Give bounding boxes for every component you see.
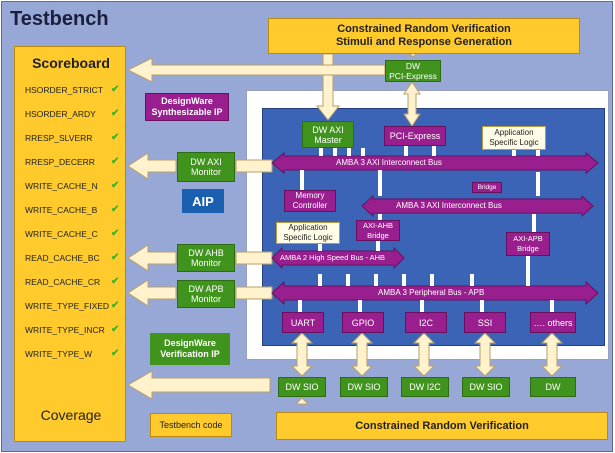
- axi-monitor-box: DW AXI Monitor: [177, 152, 235, 182]
- axi-bus-2: [361, 194, 594, 218]
- arrow-ahb-monitor: [127, 244, 177, 272]
- scoreboard-item: HSORDER_STRICT: [25, 85, 103, 95]
- axi-apb-bridge-box: AXI-APB Bridge: [506, 232, 550, 256]
- scoreboard-item: WRITE_CACHE_B: [25, 205, 98, 215]
- scoreboard-item: HSORDER_ARDY: [25, 109, 96, 119]
- bus-connectors: [298, 146, 554, 312]
- check-icon: ✔: [111, 228, 120, 239]
- dw-others-box: DW: [530, 377, 576, 397]
- arrow-bus-to-ahb-monitor: [235, 251, 273, 265]
- ahb-monitor-box: DW AHB Monitor: [177, 244, 235, 272]
- arrow-crv-up: [294, 397, 310, 405]
- others-box: …. others: [530, 312, 576, 333]
- axi-bus-1-label: AMBA 3 AXI Interconnect Bus: [336, 158, 442, 167]
- arrow-apb-monitor: [127, 279, 177, 307]
- dw-sio-1-box: DW SIO: [278, 377, 326, 397]
- check-icon: ✔: [111, 132, 120, 143]
- check-icon: ✔: [111, 252, 120, 263]
- arrow-dwpcie-pcie: [403, 81, 421, 127]
- ahb-bus-label: AMBA 2 High Speed Bus - AHB: [280, 253, 386, 262]
- dw-pcie-box: DW PCI-Express: [385, 60, 441, 82]
- pcie-box: PCI-Express: [384, 126, 446, 146]
- scoreboard-item: RRESP_DECERR: [25, 157, 95, 167]
- bridge-box: Bridge: [472, 182, 502, 193]
- scoreboard-item: WRITE_TYPE_INCR: [25, 325, 105, 335]
- scoreboard-item: READ_CACHE_BC: [25, 253, 100, 263]
- arrow-bus-to-axi-monitor: [235, 159, 273, 173]
- designware-verification-ip-legend: DesignWare Verification IP: [150, 333, 230, 365]
- ssi-box: SSI: [464, 312, 506, 333]
- scoreboard-item: WRITE_TYPE_FIXED: [25, 301, 110, 311]
- dw-i2c-box: DW I2C: [401, 377, 449, 397]
- designware-synthesizable-ip-legend: DesignWare Synthesizable IP: [145, 93, 229, 121]
- app-logic-mid-box: Application Specific Logic: [276, 222, 340, 244]
- check-icon: ✔: [111, 204, 120, 215]
- scoreboard-panel: Scoreboard HSORDER_STRICT ✔ HSORDER_ARDY…: [14, 46, 126, 442]
- memory-controller-box: Memory Controller: [284, 190, 336, 212]
- i2c-box: I2C: [405, 312, 447, 333]
- app-logic-top-box: Application Specific Logic: [482, 126, 546, 150]
- check-icon: ✔: [111, 84, 120, 95]
- arrow-dw-to-scoreboard: [127, 370, 271, 400]
- axi-ahb-bridge-box: AXI-AHB Bridge: [356, 220, 400, 241]
- apb-bus-label: AMBA 3 Peripheral Bus - APB: [378, 288, 485, 297]
- coverage-label: Coverage: [40, 407, 102, 423]
- check-icon: ✔: [111, 156, 120, 167]
- check-icon: ✔: [111, 276, 120, 287]
- scoreboard-title: Scoreboard: [32, 55, 110, 71]
- arrow-bus-to-apb-monitor: [235, 286, 273, 300]
- stimuli-generation-box: Constrained Random Verification Stimuli …: [268, 18, 580, 54]
- testbench-title: Testbench: [10, 8, 109, 30]
- peripheral-links: [290, 332, 564, 377]
- testbench-code-legend: Testbench code: [150, 413, 232, 437]
- scoreboard-item: RRESP_SLVERR: [25, 133, 93, 143]
- check-icon: ✔: [111, 180, 120, 191]
- scoreboard-item: READ_CACHE_CR: [25, 277, 101, 287]
- constrained-random-verification-box: Constrained Random Verification: [276, 412, 608, 440]
- dw-axi-master-box: DW AXI Master: [302, 121, 354, 148]
- check-icon: ✔: [111, 324, 120, 335]
- apb-monitor-box: DW APB Monitor: [177, 280, 235, 308]
- arrow-stimuli-to-master: [315, 53, 341, 121]
- check-icon: ✔: [111, 108, 120, 119]
- scoreboard-item: WRITE_TYPE_W: [25, 349, 93, 359]
- aip-legend: AIP: [182, 189, 224, 213]
- check-icon: ✔: [111, 348, 120, 359]
- axi-bus-1: [271, 151, 599, 175]
- apb-bus: [271, 280, 599, 306]
- scoreboard-item: WRITE_CACHE_C: [25, 229, 98, 239]
- dw-sio-2-box: DW SIO: [340, 377, 388, 397]
- check-icon: ✔: [111, 300, 120, 311]
- scoreboard-item: WRITE_CACHE_N: [25, 181, 98, 191]
- ahb-bus: [271, 246, 405, 270]
- dw-sio-3-box: DW SIO: [462, 377, 510, 397]
- gpio-box: GPIO: [342, 312, 384, 333]
- axi-bus-2-label: AMBA 3 AXI Interconnect Bus: [396, 201, 502, 210]
- uart-box: UART: [282, 312, 324, 333]
- arrow-axi-monitor: [127, 152, 177, 180]
- arrow-pcie-to-scoreboard: [126, 57, 386, 83]
